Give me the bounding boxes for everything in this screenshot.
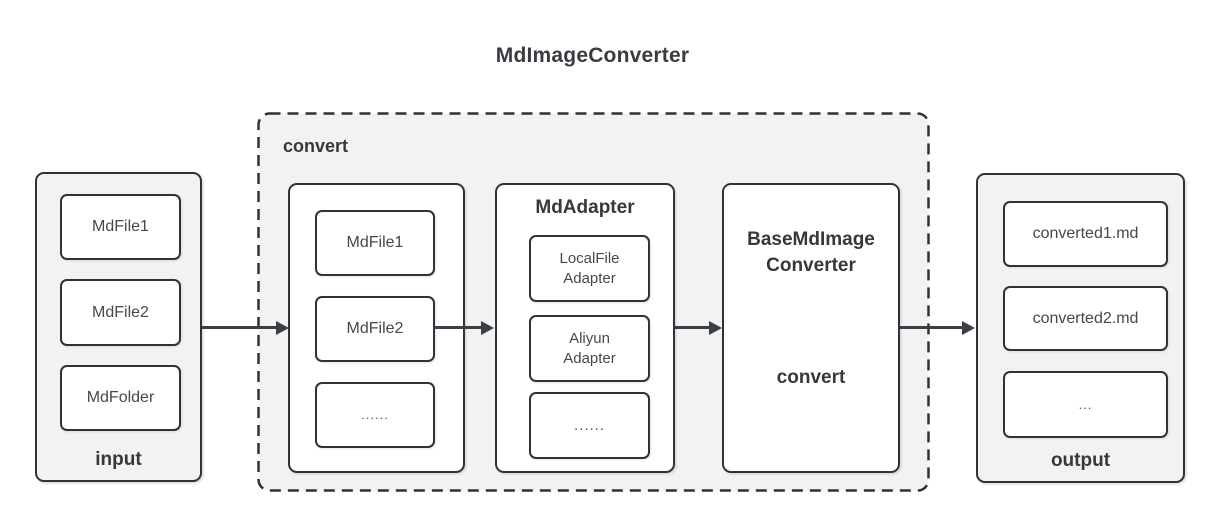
diagram-title: MdImageConverter	[495, 44, 690, 67]
input-node-mdfolder: MdFolder	[60, 365, 181, 431]
arrow-adapter-to-converter	[675, 326, 709, 329]
adapter-node-aliyun: Aliyun Adapter	[529, 315, 650, 382]
adapter-node-ellipsis: ......	[529, 392, 650, 459]
md-adapter-title: MdAdapter	[535, 197, 635, 218]
output-panel: converted1.md converted2.md ... output	[976, 173, 1185, 483]
file-group-node-mdfile1: MdFile1	[315, 210, 435, 276]
output-panel-label: output	[1050, 450, 1111, 471]
input-panel-label: input	[95, 449, 142, 470]
file-group-panel: MdFile1 MdFile2 ......	[288, 183, 465, 473]
output-node-ellipsis: ...	[1003, 371, 1168, 438]
adapter-node-localfile: LocalFile Adapter	[529, 235, 650, 302]
base-converter-method-label: convert	[776, 367, 846, 388]
arrow-input-to-filegroup	[202, 326, 276, 329]
base-md-image-converter-panel: BaseMdImage Converter convert	[722, 183, 900, 473]
output-node-converted2: converted2.md	[1003, 286, 1168, 351]
input-node-mdfile2: MdFile2	[60, 279, 181, 346]
file-group-node-mdfile2: MdFile2	[315, 296, 435, 362]
arrow-filegroup-to-adapter	[433, 326, 481, 329]
file-group-node-ellipsis: ......	[315, 382, 435, 448]
arrow-converter-to-output	[900, 326, 962, 329]
md-adapter-panel: MdAdapter LocalFile Adapter Aliyun Adapt…	[495, 183, 675, 473]
output-node-converted1: converted1.md	[1003, 201, 1168, 267]
input-panel: MdFile1 MdFile2 MdFolder input	[35, 172, 202, 482]
base-md-image-converter-title: BaseMdImage Converter	[747, 229, 875, 276]
input-node-mdfile1: MdFile1	[60, 194, 181, 260]
convert-container-label: convert	[283, 136, 349, 156]
